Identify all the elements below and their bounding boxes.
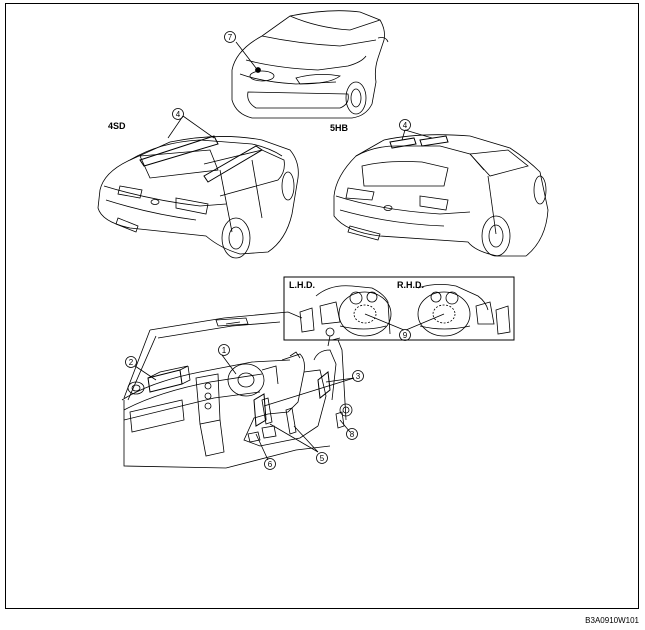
label-lhd: L.H.D. (289, 280, 315, 290)
callout-5: 5 (320, 454, 325, 463)
interior-view (121, 311, 364, 470)
car-hatch-rear-view (333, 119, 549, 257)
car-front-view (224, 10, 389, 119)
callout-4-hatch: 4 (403, 121, 408, 130)
callout-2: 2 (129, 358, 134, 367)
steering-wheel-inset (283, 276, 515, 341)
figure-code: B3A0910W101 (585, 616, 639, 625)
car-sedan-rear-view (97, 108, 299, 259)
callout-3: 3 (356, 372, 361, 381)
callout-8: 8 (350, 430, 355, 439)
diagram-frame (5, 3, 639, 609)
label-rhd: R.H.D. (397, 280, 424, 290)
callout-1: 1 (222, 346, 227, 355)
callout-4-sedan: 4 (176, 110, 181, 119)
callout-7: 7 (228, 33, 233, 42)
label-5hb: 5HB (330, 123, 349, 133)
callout-9: 9 (403, 331, 408, 340)
label-4sd: 4SD (108, 121, 126, 131)
callout-6: 6 (268, 460, 273, 469)
